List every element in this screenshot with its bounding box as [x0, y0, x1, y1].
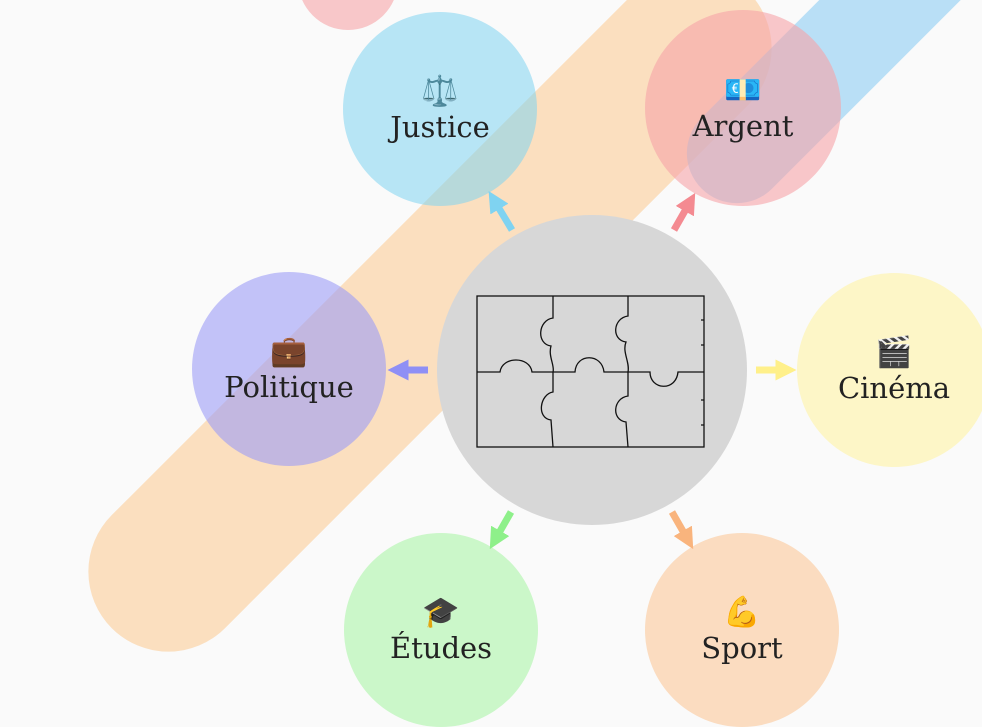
arrow-justice — [488, 190, 516, 232]
puzzle-icon — [476, 295, 705, 448]
flexed-arm-icon: 💪 — [723, 595, 761, 630]
briefcase-icon: 💼 — [270, 334, 308, 369]
topic-cinema[interactable]: 🎬 Cinéma — [797, 273, 982, 467]
scales-icon: ⚖️ — [421, 74, 459, 109]
topic-label-cinema: Cinéma — [837, 371, 951, 405]
arrow-argent — [670, 192, 696, 232]
topic-label-justice: Justice — [390, 110, 490, 144]
clapper-board-icon: 🎬 — [875, 335, 913, 370]
topic-argent[interactable]: 💶 Argent — [645, 10, 841, 206]
topic-etudes[interactable]: 🎓 Études — [344, 533, 538, 727]
topic-label-sport: Sport — [701, 631, 783, 665]
banknote-euro-icon: 💶 — [724, 73, 762, 108]
topic-label-argent: Argent — [692, 109, 794, 143]
arrow-etudes — [489, 510, 515, 550]
topic-justice[interactable]: ⚖️ Justice — [343, 12, 537, 206]
topic-label-etudes: Études — [389, 631, 493, 665]
topic-sport[interactable]: 💪 Sport — [645, 533, 839, 727]
center-puzzle-circle — [437, 215, 747, 525]
arrow-sport — [668, 510, 694, 550]
topic-politique[interactable]: 💼 Politique — [192, 272, 386, 466]
graduation-cap-icon: 🎓 — [422, 595, 460, 630]
topic-label-politique: Politique — [224, 370, 354, 404]
